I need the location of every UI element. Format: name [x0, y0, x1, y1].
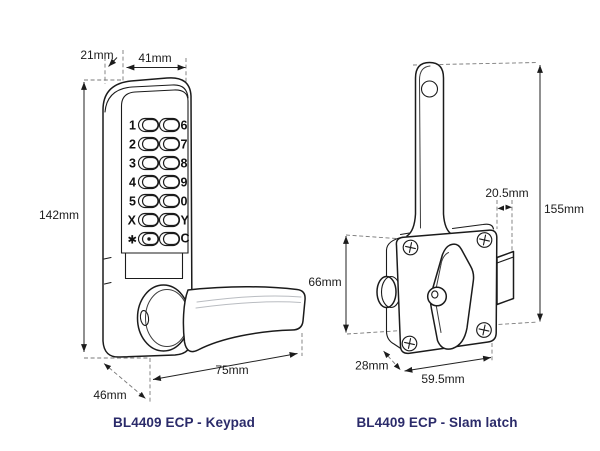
dim-label-20-5mm: 20.5mm: [485, 186, 528, 200]
handle-lever: [182, 285, 306, 353]
keypad-product-label: BL4409 ECP - Keypad: [113, 415, 255, 430]
key-label-3: 3: [129, 157, 136, 171]
key-label-9: 9: [181, 176, 188, 190]
keypad-front-face: [120, 89, 189, 254]
key-label-y: Y: [181, 214, 190, 228]
latch-dimensions: 20.5mm 155mm 66mm 28mm 59.5mm: [308, 65, 584, 386]
latch-product-label: BL4409 ECP - Slam latch: [356, 415, 517, 430]
latch-screws: [401, 232, 493, 352]
key-label-4: 4: [129, 176, 136, 190]
key-label-8: 8: [181, 157, 188, 171]
dim-label-155mm: 155mm: [544, 202, 584, 216]
latch-arm: [406, 61, 453, 237]
dim-label-41mm: 41mm: [138, 51, 171, 65]
dim-label-28mm: 28mm: [355, 359, 388, 373]
keypad-body-side-contour: [104, 84, 189, 113]
keypad-lock-drawing: 1 6 2 7 3 8 4 9 5 0 X Y ✱ C: [39, 48, 306, 430]
cylinder-indicator: [139, 310, 150, 326]
latch-bolt: [496, 250, 515, 306]
latch-thumbturn: [426, 243, 475, 350]
arm-screw-hole: [420, 80, 439, 98]
dim-label-59-5mm: 59.5mm: [421, 372, 464, 386]
clear-button-dot: [147, 237, 151, 241]
key-label-0: 0: [181, 195, 188, 209]
dim-label-66mm: 66mm: [308, 275, 341, 289]
key-label-x: X: [128, 214, 137, 228]
key-label-2: 2: [129, 138, 136, 152]
key-label-star: ✱: [127, 233, 137, 247]
keypad-buttons: [137, 117, 181, 247]
keypad-dimensions: 21mm 41mm 142mm 46mm 75mm: [39, 48, 303, 404]
key-label-7: 7: [181, 138, 188, 152]
key-label-1: 1: [129, 119, 136, 133]
keypad-digit-labels: 1 6 2 7 3 8 4 9 5 0 X Y ✱ C: [127, 119, 189, 247]
dim-label-142mm: 142mm: [39, 208, 79, 222]
latch-case-side: [385, 236, 404, 350]
key-label-5: 5: [129, 195, 136, 209]
slam-latch-drawing: 20.5mm 155mm 66mm 28mm 59.5mm BL4409 ECP…: [308, 61, 584, 430]
key-label-6: 6: [181, 119, 188, 133]
dim-label-21mm: 21mm: [80, 48, 113, 62]
lever-handle: [136, 284, 306, 353]
keypad-lower-housing-lines: [103, 252, 184, 285]
latch-side-knob: [376, 275, 397, 309]
key-label-c: C: [181, 232, 190, 246]
dim-label-46mm: 46mm: [93, 388, 126, 402]
dim-label-75mm: 75mm: [215, 363, 248, 377]
latch-case-top-edge: [399, 223, 495, 236]
